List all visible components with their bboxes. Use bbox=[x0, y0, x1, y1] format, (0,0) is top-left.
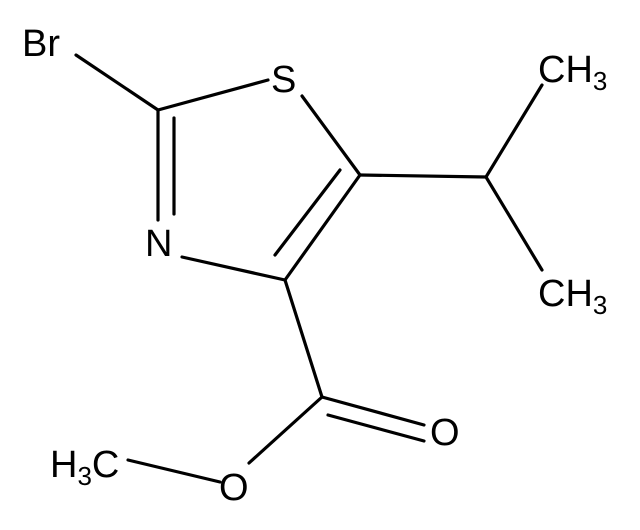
atom-methyl-ester: H3C bbox=[50, 444, 119, 491]
bond-c2-s1 bbox=[156, 78, 270, 112]
bond-c4-carbonyl bbox=[283, 278, 324, 399]
bond-c5-ch bbox=[358, 173, 488, 179]
bonds bbox=[74, 53, 544, 484]
bond-s1-c5 bbox=[300, 94, 362, 177]
bond-ch-ch3-bottom bbox=[484, 175, 544, 272]
bond-carbonyl-o bbox=[320, 395, 426, 427]
methyl-top-main: CH bbox=[538, 49, 593, 91]
atom-methyl-bottom: CH3 bbox=[538, 273, 607, 320]
atom-sulfur: S bbox=[271, 59, 296, 101]
bond-c4-c5-double bbox=[273, 168, 342, 257]
methyl-ester-c: C bbox=[92, 444, 119, 486]
bond-ch-ch3-top bbox=[484, 83, 544, 179]
atom-methyl-top: CH3 bbox=[538, 49, 607, 96]
atom-oxygen-ester: O bbox=[219, 467, 249, 509]
methyl-bottom-subscript: 3 bbox=[593, 290, 607, 320]
bond-c4-c5 bbox=[283, 173, 362, 282]
bond-carbonyl-o-double bbox=[326, 413, 426, 443]
methyl-bottom-main: CH bbox=[538, 273, 593, 315]
methyl-top-subscript: 3 bbox=[593, 66, 607, 96]
atom-bromine: Br bbox=[22, 23, 60, 65]
atom-nitrogen: N bbox=[145, 223, 172, 265]
bond-o-ch3 bbox=[126, 458, 222, 484]
methyl-ester-h: H bbox=[50, 444, 77, 486]
atom-labels: Br S N O O CH3 CH3 H3C bbox=[22, 23, 607, 509]
methyl-ester-subscript: 3 bbox=[77, 461, 91, 491]
atom-oxygen-carbonyl: O bbox=[430, 412, 460, 454]
bond-carbonyl-o-ester bbox=[247, 395, 324, 465]
bond-n3-c4 bbox=[180, 255, 287, 282]
bond-br-c2 bbox=[74, 53, 160, 112]
